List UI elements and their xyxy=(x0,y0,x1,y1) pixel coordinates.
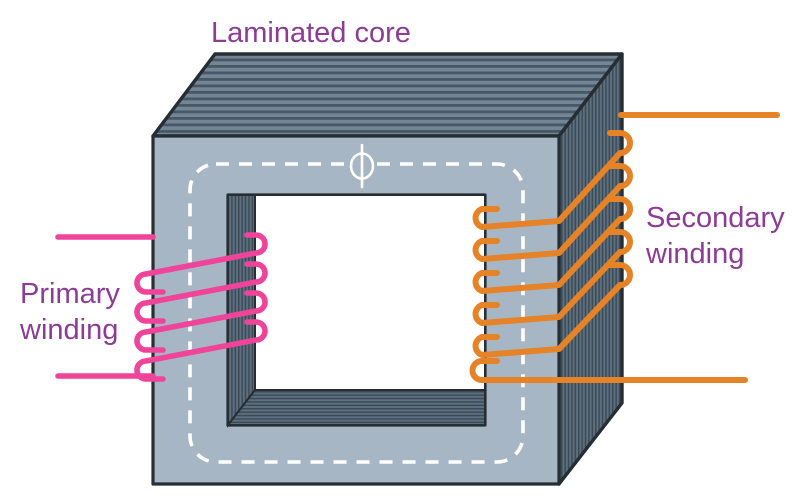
core-window xyxy=(254,194,486,391)
primary-winding-label: Primary winding xyxy=(20,278,120,346)
primary-winding-coil xyxy=(55,232,268,382)
secondary-winding-coil xyxy=(469,112,780,383)
flux-symbol xyxy=(349,143,375,189)
secondary-lead-bottom xyxy=(469,358,748,383)
laminated-core xyxy=(151,52,624,486)
core-inner-bottom-wall xyxy=(225,389,486,426)
core-top-face xyxy=(151,52,624,138)
laminated-core-label: Laminated core xyxy=(211,17,411,49)
flux-path xyxy=(188,143,525,464)
secondary-winding-label: Secondary winding xyxy=(646,202,785,270)
